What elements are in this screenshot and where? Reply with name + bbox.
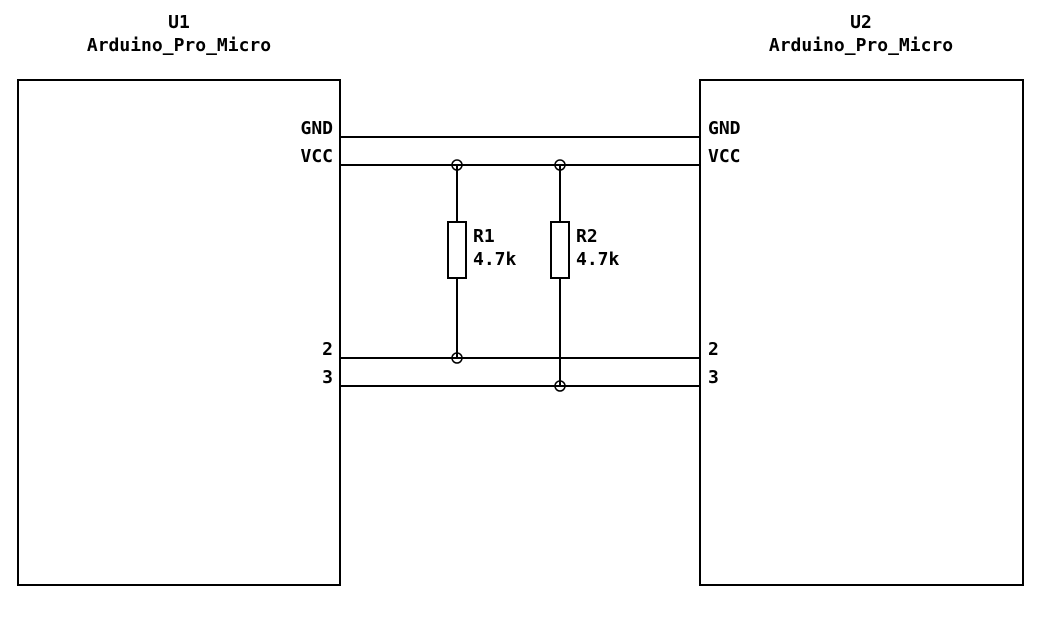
component-u1-pin-gnd-label: GND bbox=[300, 118, 333, 139]
junction-pin2-r1-icon bbox=[451, 352, 463, 364]
component-u1-outline[interactable] bbox=[17, 79, 341, 586]
component-u2-pin-2-label: 2 bbox=[708, 339, 719, 360]
resistor-r1-ref: R1 bbox=[473, 226, 495, 247]
resistor-r2-body[interactable] bbox=[550, 221, 570, 279]
resistor-r1-body[interactable] bbox=[447, 221, 467, 279]
junction-vcc-r1-icon bbox=[451, 159, 463, 171]
component-u1-pin-3-label: 3 bbox=[322, 367, 333, 388]
component-u1-pin-2-label: 2 bbox=[322, 339, 333, 360]
junction-vcc-r2-icon bbox=[554, 159, 566, 171]
resistor-r2-value: 4.7k bbox=[576, 249, 620, 270]
junction-pin3-r2-icon bbox=[554, 380, 566, 392]
resistor-r2-ref: R2 bbox=[576, 226, 598, 247]
component-u2-pin-gnd-label: GND bbox=[708, 118, 741, 139]
resistor-r2[interactable]: R2 4.7k bbox=[550, 165, 620, 386]
resistor-r1-value: 4.7k bbox=[473, 249, 517, 270]
component-u1-ref: U1 bbox=[168, 12, 190, 33]
component-u2-value: Arduino_Pro_Micro bbox=[769, 35, 953, 56]
component-u2[interactable]: U2 Arduino_Pro_Micro GND VCC 2 3 bbox=[699, 12, 1024, 586]
component-u2-pin-vcc-label: VCC bbox=[708, 146, 741, 167]
component-u2-pin-3-label: 3 bbox=[708, 367, 719, 388]
component-u2-outline[interactable] bbox=[699, 79, 1024, 586]
resistor-r1[interactable]: R1 4.7k bbox=[447, 165, 517, 358]
component-u1[interactable]: U1 Arduino_Pro_Micro GND VCC 2 3 bbox=[17, 12, 341, 586]
component-u1-pin-vcc-label: VCC bbox=[300, 146, 333, 167]
component-u2-ref: U2 bbox=[850, 12, 872, 33]
component-u1-value: Arduino_Pro_Micro bbox=[87, 35, 271, 56]
